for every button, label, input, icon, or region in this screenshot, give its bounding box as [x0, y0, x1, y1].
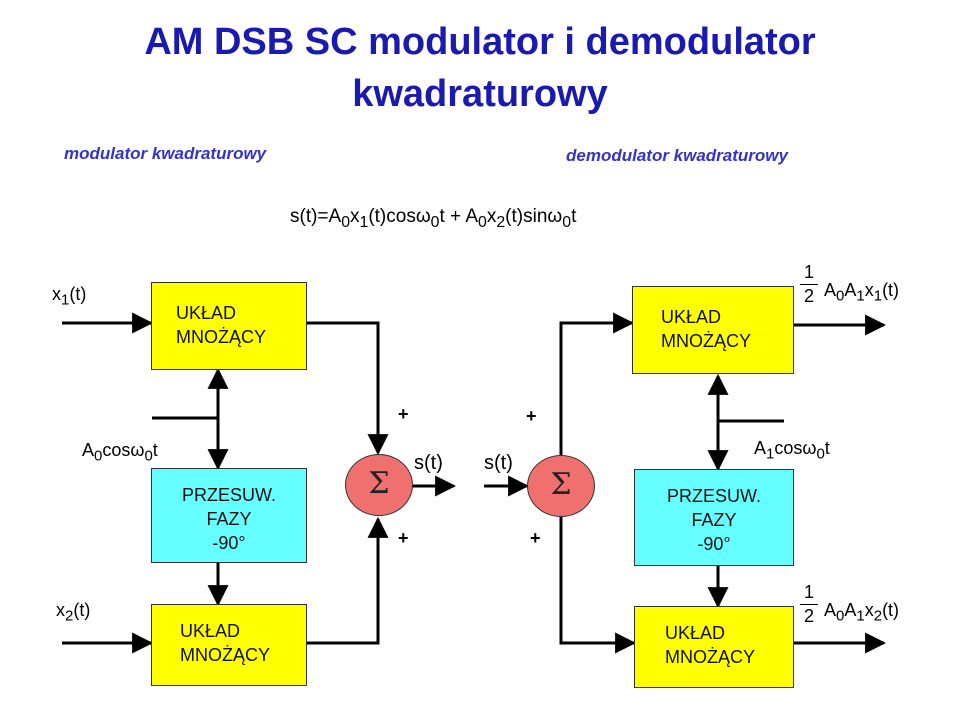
page-title-line1: AM DSB SC modulator i demodulator	[144, 21, 816, 63]
demodulator-plus-top: +	[526, 406, 537, 426]
output1-label: A0A1x1(t)	[824, 280, 900, 305]
output2-label: A0A1x2(t)	[824, 600, 900, 625]
top-mult-to-sum	[307, 321, 389, 456]
modulator-carrier-label: A0cosω0t	[82, 440, 158, 465]
bottom-mult-to-sum	[307, 516, 389, 645]
sum-to-bottom-mult	[559, 517, 637, 654]
modulator-summer: Σ	[345, 454, 413, 516]
x1-label: x1(t)	[52, 284, 87, 309]
demodulator-phase-shifter: PRZESUW.FAZY-90°	[634, 469, 794, 566]
x2-label: x2(t)	[56, 600, 91, 625]
modulator-plus-bottom: +	[398, 528, 409, 548]
modulator-section-label: modulator kwadraturowy	[64, 144, 267, 163]
modulator-output-label: s(t)	[414, 452, 443, 474]
demodulator-input-label: s(t)	[484, 452, 513, 474]
demodulator-summer: Σ	[527, 455, 595, 517]
page-title-line2: kwadraturowy	[352, 73, 608, 115]
demodulator-section-label: demodulator kwadraturowy	[566, 146, 788, 165]
modulator-plus-top: +	[398, 404, 409, 424]
demodulator-plus-bottom: +	[530, 528, 541, 548]
signal-formula: s(t)=A0x1(t)cosω0t + A0x2(t)sinω0t	[290, 206, 577, 231]
demodulator-carrier-label: A1cosω0t	[754, 438, 830, 463]
sum-to-top-mult	[559, 312, 635, 455]
modulator-phase-shifter: PRZESUW.FAZY-90°	[151, 468, 307, 563]
